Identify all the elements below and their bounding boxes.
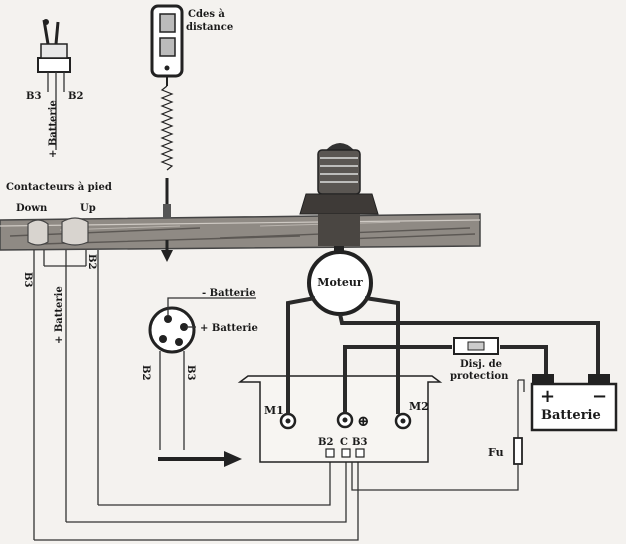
terminal-plus-symbol: ⊕ [357,412,370,430]
motor-label: Moteur [317,276,363,289]
terminal-b3-label: B3 [352,437,367,448]
battery [530,374,618,432]
remote-label-line1: Cdes à [188,9,225,20]
toggle-b2-label: B2 [68,91,83,102]
circuit-breaker [453,337,499,355]
connector-b3-label: B3 [185,365,196,380]
deck-b3-label: B3 [22,272,33,287]
fuse [513,437,523,465]
battery-label: Batterie [541,408,601,423]
terminal-b2-label: B2 [318,437,333,448]
breaker-label-line1: Disj. de [460,359,502,370]
foot-switch-down [27,219,49,246]
toggle-battery-label: + Batterie [48,100,59,158]
plus-battery-label: + Batterie [200,323,258,334]
deck-b2-label: B2 [86,254,97,269]
battery-plus-symbol: + [540,386,555,407]
toggle-switch [37,19,71,150]
battery-minus-symbol: − [592,386,607,407]
toggle-b3-label: B3 [26,91,41,102]
foot-switch-up [61,217,89,246]
terminal-c-label: C [340,437,348,448]
round-connector [148,306,196,354]
m1-label: M1 [264,404,284,417]
foot-switches-title: Contacteurs à pied [6,182,112,193]
deck-battery-label: + Batterie [54,286,65,344]
remote-label-line2: distance [186,22,233,33]
up-label: Up [80,203,96,214]
connector-b2-label: B2 [140,365,151,380]
remote-control [150,4,184,262]
breaker-label-line2: protection [450,371,509,382]
windlass-capstan [299,143,379,252]
down-label: Down [16,203,48,214]
control-box [237,375,443,463]
fuse-label: Fu [488,446,504,459]
minus-battery-label: - Batterie [202,288,256,299]
direction-arrow [158,451,242,467]
m2-label: M2 [409,400,429,413]
